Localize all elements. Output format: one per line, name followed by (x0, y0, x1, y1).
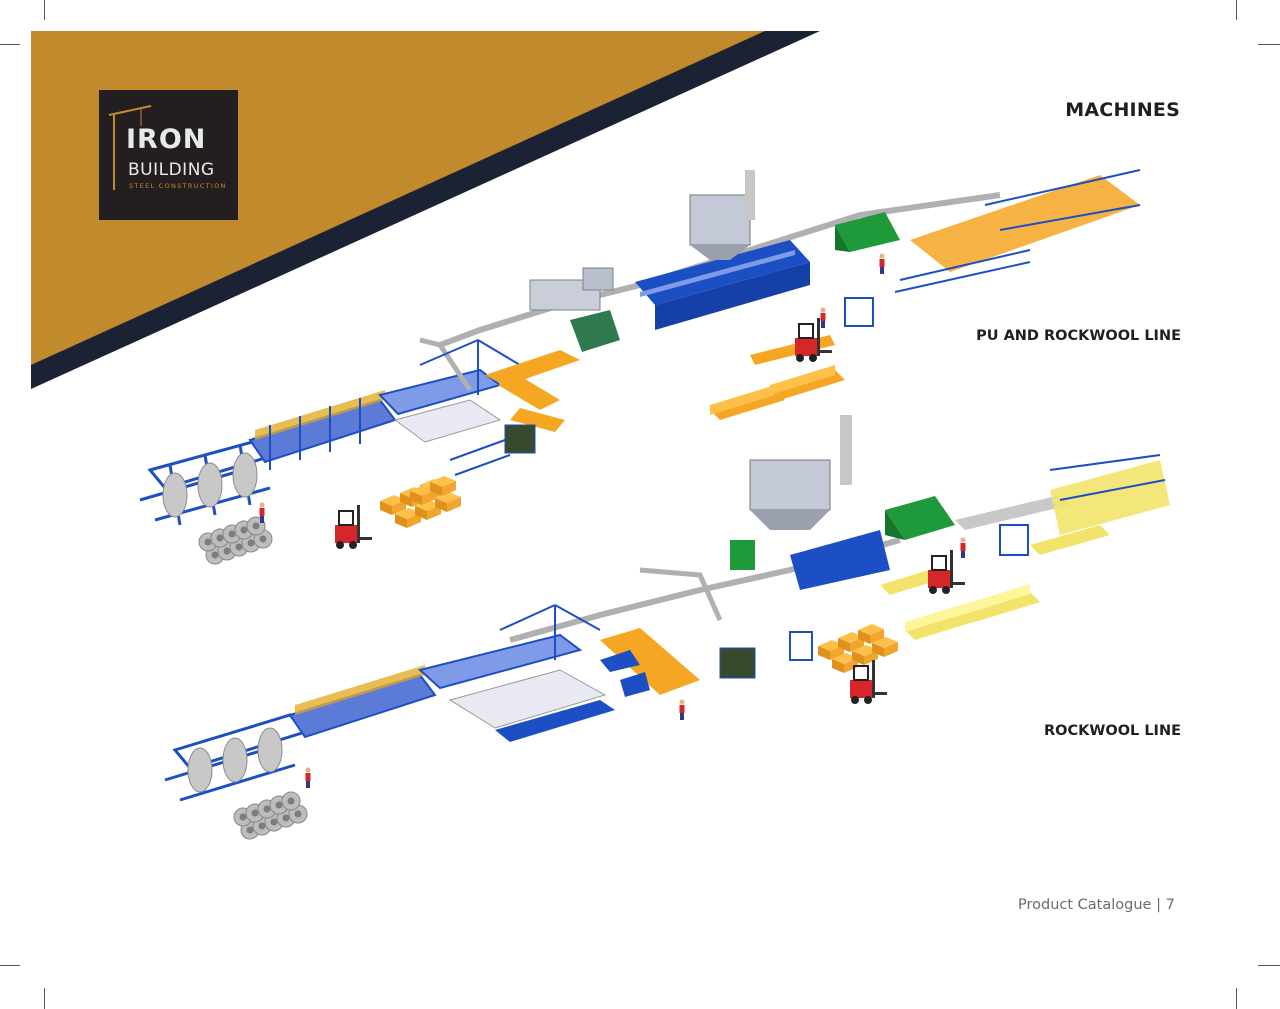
line-label-pu-rockwool: PU AND ROCKWOOL LINE (976, 328, 1181, 344)
crop-mark-tl-h (0, 44, 20, 45)
crop-mark-bl-h (0, 965, 20, 966)
crop-mark-bl-v (44, 988, 45, 1009)
pu-rockwool-line (139, 169, 1141, 565)
company-logo: IRON BUILDING STEEL CONSTRUCTION (99, 90, 238, 220)
crop-mark-tr-v (1236, 0, 1237, 20)
crane-icon (108, 105, 152, 190)
crop-mark-tl-v (44, 0, 45, 20)
logo-word-iron: IRON (126, 124, 207, 155)
crop-mark-br-h (1258, 965, 1280, 966)
rockwool-line (164, 415, 1170, 840)
crop-mark-tr-h (1258, 44, 1280, 45)
page-title: MACHINES (1065, 99, 1180, 121)
line-label-rockwool: ROCKWOOL LINE (1044, 723, 1181, 739)
logo-word-building: BUILDING (128, 160, 215, 180)
logo-tagline: STEEL CONSTRUCTION (129, 182, 227, 190)
crop-mark-br-v (1236, 988, 1237, 1009)
page-footer: Product Catalogue | 7 (1018, 897, 1175, 913)
